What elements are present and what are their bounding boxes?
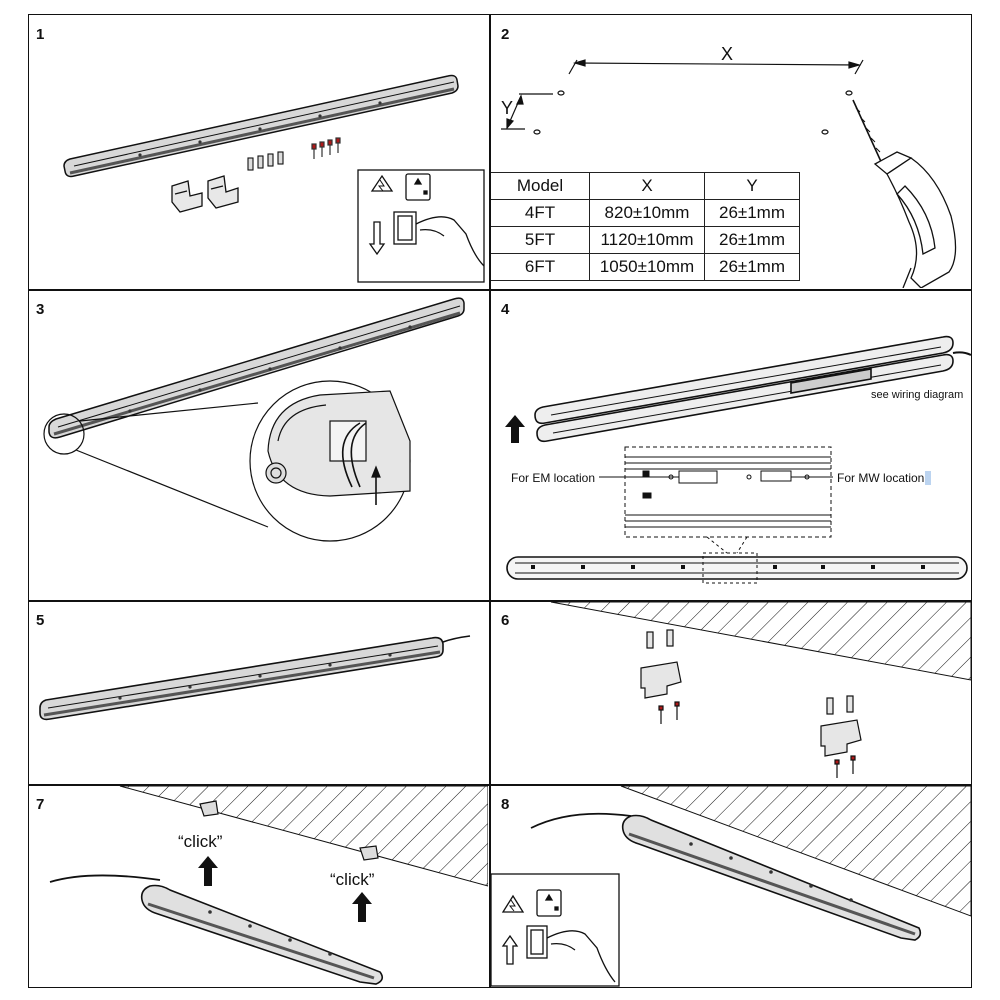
table-row: 6FT 1050±10mm 26±1mm — [491, 253, 800, 281]
up-arrow-icon — [505, 415, 525, 443]
table-header: X — [589, 172, 705, 200]
step-number: 7 — [36, 796, 45, 813]
step-2-illustration — [501, 59, 957, 288]
ceiling-hatch — [550, 602, 971, 681]
power-cable — [530, 812, 632, 829]
opened-luminaire — [534, 335, 971, 443]
grid-divider-row-2 — [28, 600, 972, 602]
step-number: 2 — [501, 26, 510, 43]
step-7-illustration — [49, 786, 488, 985]
step-4-illustration — [505, 335, 971, 584]
dimension-y-label: Y — [501, 98, 514, 118]
power-cable — [49, 874, 161, 883]
mounting-brackets — [171, 175, 239, 213]
panel-step-2: 2 X Y — [491, 16, 971, 288]
up-arrow-icon — [352, 892, 372, 922]
detail-callout — [43, 380, 411, 542]
wall-plugs — [247, 151, 284, 171]
mw-location-label: For MW location — [837, 471, 925, 485]
step-5-illustration — [39, 635, 471, 721]
drill-hole-layout — [501, 59, 864, 135]
panel-step-1: 1 — [30, 16, 488, 288]
step-6-illustration — [550, 602, 971, 778]
table-cell: 6FT — [491, 253, 590, 281]
panel-step-5: 5 — [30, 602, 488, 783]
table-cell: 26±1mm — [704, 226, 800, 254]
wiring-diagram-note: see wiring diagram — [871, 389, 964, 401]
step-number: 4 — [501, 301, 510, 318]
step-3-illustration — [43, 297, 465, 542]
bracket-assembly-left — [640, 629, 682, 724]
ceiling-hatch — [620, 786, 971, 917]
ceiling-hatch — [119, 786, 488, 887]
table-cell: 26±1mm — [704, 253, 800, 281]
power-on-warning-inset — [491, 873, 620, 987]
screws — [311, 137, 341, 159]
ceiling-clips — [199, 800, 379, 861]
panel-step-8: 8 — [491, 786, 971, 987]
grid-divider-row-1 — [28, 289, 972, 291]
step-number: 8 — [501, 796, 510, 813]
text-selection-highlight — [925, 471, 931, 485]
grid-divider-vertical — [489, 14, 491, 988]
click-label: “click” — [178, 832, 223, 851]
dimensions-table: Model X Y 4FT 820±10mm 26±1mm 5FT 1120±1… — [491, 172, 800, 281]
step-number: 6 — [501, 612, 510, 629]
table-cell: 4FT — [491, 199, 590, 227]
diagram-frame — [28, 14, 972, 988]
table-header: Y — [704, 172, 800, 200]
table-row: 5FT 1120±10mm 26±1mm — [491, 226, 800, 254]
table-cell: 26±1mm — [704, 199, 800, 227]
em-location-label: For EM location — [511, 471, 596, 485]
panel-step-6: 6 — [491, 602, 971, 783]
table-header-row: Model X Y — [491, 172, 800, 200]
luminaire-base-rail — [506, 552, 968, 584]
table-row: 4FT 820±10mm 26±1mm — [491, 199, 800, 227]
dimension-x-label: X — [721, 44, 734, 64]
power-cable — [442, 635, 471, 643]
table-cell: 1050±10mm — [589, 253, 705, 281]
grid-divider-row-3 — [28, 784, 972, 786]
click-label: “click” — [330, 870, 375, 889]
power-drill-icon — [852, 99, 957, 288]
luminaire-fixture — [140, 884, 384, 985]
power-off-warning-inset — [357, 169, 485, 283]
panel-step-4: 4 — [491, 291, 971, 599]
bracket-assembly-right — [820, 695, 862, 778]
table-cell: 820±10mm — [589, 199, 705, 227]
luminaire-fixture — [48, 297, 465, 439]
panel-step-3: 3 — [30, 291, 488, 599]
mounting-plate-detail — [599, 446, 833, 554]
table-cell: 1120±10mm — [589, 226, 705, 254]
step-number: 3 — [36, 301, 45, 318]
luminaire-fixture — [63, 74, 459, 178]
step-1-illustration — [63, 74, 485, 283]
installed-luminaire — [621, 814, 922, 941]
step-number: 1 — [36, 26, 45, 43]
panel-step-7: 7 “click” “click” — [30, 786, 488, 987]
step-number: 5 — [36, 612, 45, 629]
up-arrow-icon — [198, 856, 218, 886]
step-8-illustration — [491, 786, 971, 987]
table-header: Model — [491, 172, 590, 200]
luminaire-fixture — [39, 636, 444, 721]
table-cell: 5FT — [491, 226, 590, 254]
